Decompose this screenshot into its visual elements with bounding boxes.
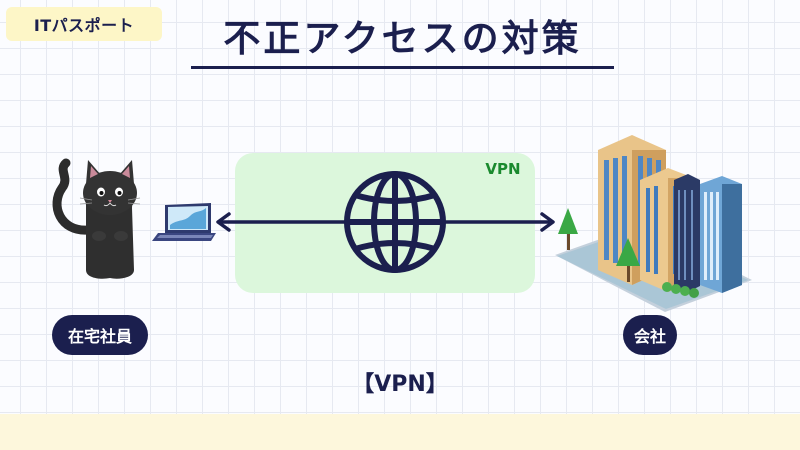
- vpn-zone-label: VPN: [485, 160, 521, 178]
- company-label: 会社: [623, 315, 677, 355]
- footer-band: [0, 414, 800, 450]
- page-title: 不正アクセスの対策: [223, 17, 582, 60]
- category-badge: ITパスポート: [6, 7, 162, 41]
- diagram-caption: 【VPN】: [352, 372, 448, 397]
- home-worker-label: 在宅社員: [52, 315, 148, 355]
- title-underline: [191, 66, 614, 69]
